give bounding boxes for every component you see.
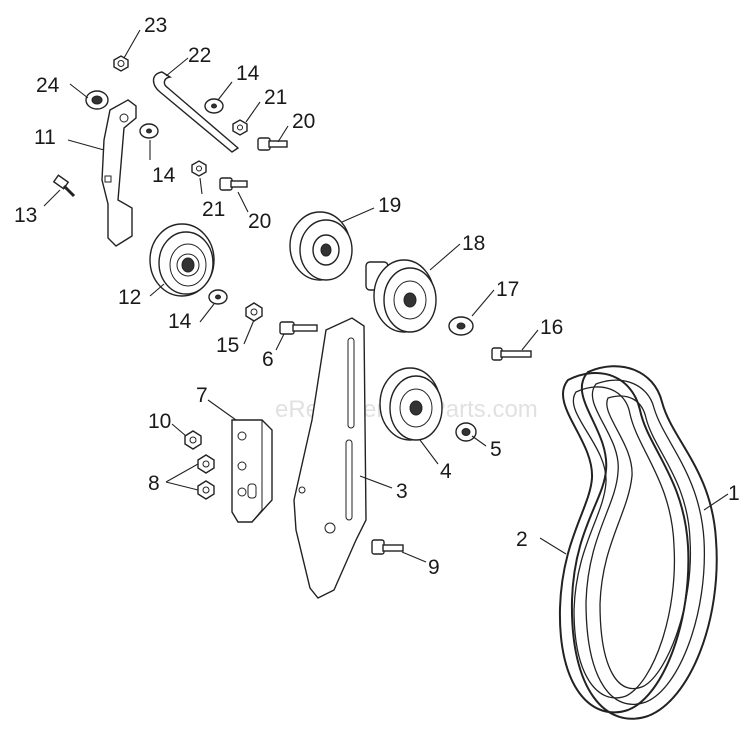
part-11-idler-bracket[interactable] xyxy=(101,99,137,247)
part-14-washer-low[interactable] xyxy=(208,289,228,305)
label-9: 9 xyxy=(428,556,440,579)
part-16-bolt[interactable] xyxy=(491,347,532,361)
part-14-washer-top[interactable] xyxy=(204,98,224,114)
part-20-bolt-top[interactable] xyxy=(257,137,288,151)
label-19: 19 xyxy=(378,194,401,217)
part-7-mounting-plate[interactable] xyxy=(231,419,273,523)
part-13-bolt[interactable] xyxy=(52,174,76,198)
label-5: 5 xyxy=(490,438,502,461)
label-23: 23 xyxy=(144,14,167,37)
label-17: 17 xyxy=(496,278,519,301)
part-8-bolt-lower[interactable] xyxy=(197,480,215,500)
label-12: 12 xyxy=(118,286,141,309)
label-14-low: 14 xyxy=(168,310,192,333)
label-21-top: 21 xyxy=(264,86,287,109)
label-24: 24 xyxy=(36,74,60,97)
part-6-bolt[interactable] xyxy=(279,321,318,335)
part-2-belt[interactable] xyxy=(558,372,690,714)
leader-lines xyxy=(43,29,729,563)
label-1: 1 xyxy=(728,482,740,505)
part-21-nut-top[interactable] xyxy=(232,119,248,136)
part-18-hub-pulley[interactable] xyxy=(365,259,437,333)
part-14-washer-mid[interactable] xyxy=(139,123,159,139)
label-4: 4 xyxy=(440,460,452,483)
label-8: 8 xyxy=(148,472,160,495)
label-11: 11 xyxy=(34,126,56,149)
part-22-idler-rod[interactable] xyxy=(152,71,240,153)
part-number-labels: 23 24 22 14 21 20 11 14 21 20 13 19 18 1… xyxy=(14,14,740,579)
label-10: 10 xyxy=(148,410,171,433)
part-3-bracket-arm[interactable] xyxy=(293,317,367,599)
part-19-v-pulley[interactable] xyxy=(289,211,353,281)
part-8-bolt-upper[interactable] xyxy=(197,454,215,474)
label-20-top: 20 xyxy=(292,110,315,133)
part-9-bolt[interactable] xyxy=(371,539,404,555)
part-10-nut[interactable] xyxy=(184,430,202,450)
label-13: 13 xyxy=(14,204,37,227)
label-16: 16 xyxy=(540,316,563,339)
part-21-nut-low[interactable] xyxy=(191,160,207,177)
label-2: 2 xyxy=(516,528,528,551)
label-3: 3 xyxy=(396,480,408,503)
label-18: 18 xyxy=(462,232,485,255)
label-21-low: 21 xyxy=(202,198,225,221)
part-17-washer[interactable] xyxy=(448,316,474,336)
part-12-idler-pulley[interactable] xyxy=(149,223,215,297)
label-15: 15 xyxy=(216,334,239,357)
label-14-mid: 14 xyxy=(152,164,176,187)
part-20-bolt-low[interactable] xyxy=(219,177,248,191)
label-20-low: 20 xyxy=(248,210,271,233)
part-4-idler-pulley[interactable] xyxy=(379,367,443,441)
part-5-flange-nut[interactable] xyxy=(455,422,477,442)
part-1-belt[interactable] xyxy=(570,365,718,720)
label-6: 6 xyxy=(262,348,274,371)
label-22: 22 xyxy=(188,44,211,67)
label-7: 7 xyxy=(196,384,208,407)
part-23-nut[interactable] xyxy=(113,55,129,72)
label-14-top: 14 xyxy=(236,62,260,85)
part-15-nut[interactable] xyxy=(245,302,263,322)
part-24-flange-nut[interactable] xyxy=(85,90,109,110)
